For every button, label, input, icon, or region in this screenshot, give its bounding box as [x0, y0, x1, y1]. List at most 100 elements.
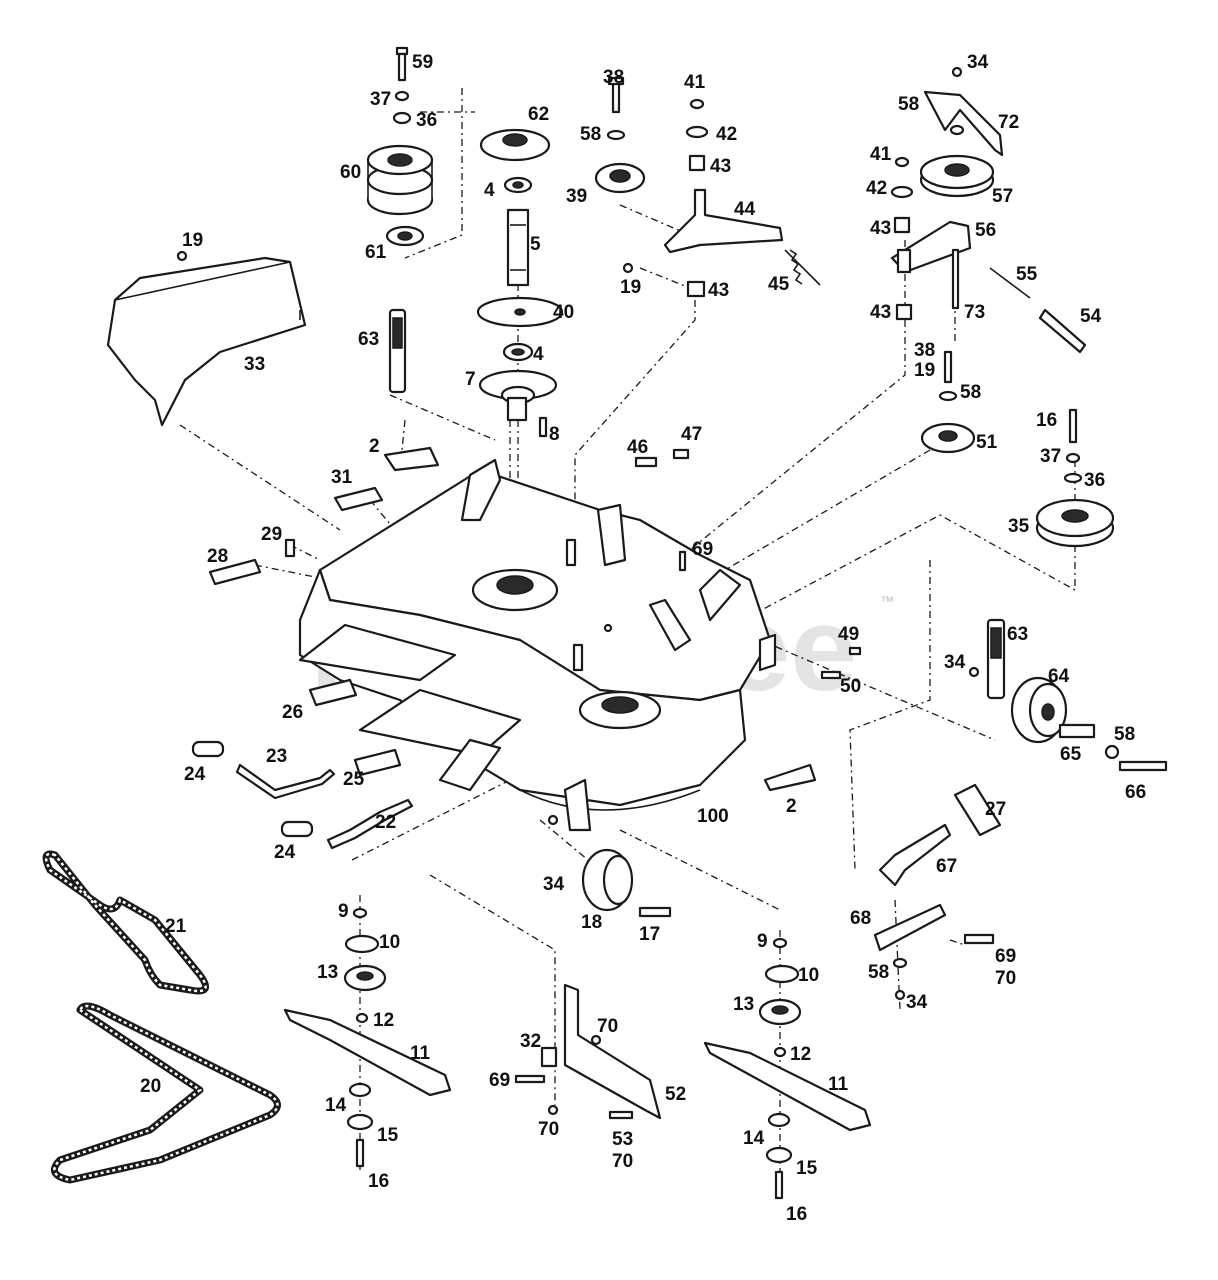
washer-14-left [348, 1082, 372, 1098]
washer-15-left [346, 1113, 374, 1131]
callout-70: 70 [538, 1119, 559, 1140]
callout-53: 53 [612, 1129, 633, 1150]
bolt-16-left [355, 1138, 365, 1168]
callout-16: 16 [786, 1204, 807, 1225]
idler-assembly-right [890, 66, 1087, 354]
callout-24: 24 [274, 842, 296, 863]
lift-handle-assembly [873, 783, 1002, 1001]
idler-pulley-35-assembly [1035, 408, 1115, 548]
bushing-43-right-top [893, 216, 911, 234]
callout-58: 58 [1114, 724, 1135, 745]
callout-27: 27 [985, 799, 1006, 820]
washer-42 [685, 125, 709, 139]
clip-41 [689, 98, 705, 110]
callout-16: 16 [368, 1171, 389, 1192]
callout-15: 15 [377, 1125, 399, 1146]
nut-34-deck [547, 814, 559, 826]
callout-9: 9 [757, 931, 768, 952]
callout-8: 8 [549, 424, 560, 445]
callout-15: 15 [796, 1158, 818, 1179]
bolt-59-shank [397, 52, 407, 82]
callout-58: 58 [580, 124, 601, 145]
callout-16: 16 [1036, 410, 1057, 431]
callout-61: 61 [365, 242, 387, 263]
callout-63: 63 [358, 329, 379, 350]
bracket-72 [923, 90, 1004, 157]
callout-10: 10 [379, 932, 400, 953]
nut-70-bottom [547, 1104, 559, 1116]
washer-9-right [772, 937, 788, 949]
gauge-wheel-18 [581, 848, 672, 918]
mower-deck-100 [298, 458, 777, 832]
gauge-wheel-64 [1010, 676, 1068, 744]
callout-55: 55 [1016, 264, 1038, 285]
callout-24: 24 [184, 764, 206, 785]
callout-70: 70 [995, 968, 1016, 989]
washer-58 [606, 129, 626, 141]
callout-20: 20 [140, 1076, 161, 1097]
callout-labels: 59 37 36 60 61 62 4 5 40 4 7 8 38 58 39 … [140, 52, 1146, 1225]
fasteners-49-50 [820, 646, 862, 680]
washer-15-right [765, 1146, 793, 1164]
callout-57: 57 [992, 186, 1013, 207]
blade-assembly-right [703, 937, 872, 1200]
nut-19-cover [176, 250, 188, 262]
callout-37: 37 [1040, 446, 1061, 467]
lever-67 [878, 823, 952, 887]
baffle-assembly-52 [514, 983, 662, 1120]
bolt-16-right [774, 1170, 784, 1200]
belt-cover-33 [106, 250, 307, 427]
height-lever-63-left [388, 308, 407, 394]
callout-19: 19 [914, 360, 935, 381]
fasteners-46-47 [634, 448, 690, 468]
callout-2: 2 [369, 436, 380, 457]
washer-42-right [890, 185, 914, 199]
nut-34 [951, 66, 963, 78]
callout-17: 17 [639, 924, 660, 945]
callout-69: 69 [995, 946, 1016, 967]
washer-58-right [949, 124, 965, 136]
callout-38: 38 [914, 340, 935, 361]
rod-22 [326, 798, 414, 850]
washer-58-handle [892, 957, 908, 969]
callout-14: 14 [743, 1128, 765, 1149]
callout-56: 56 [975, 220, 996, 241]
spring-45 [784, 249, 821, 286]
callout-41: 41 [684, 72, 706, 93]
callout-34: 34 [967, 52, 989, 73]
washer-9-left [352, 907, 368, 919]
callout-9: 9 [338, 901, 349, 922]
callout-40: 40 [553, 302, 574, 323]
callout-72: 72 [998, 112, 1019, 133]
callout-12: 12 [790, 1044, 811, 1065]
clip-41-right [894, 156, 910, 168]
callout-52: 52 [665, 1084, 686, 1105]
pin-24-a [191, 740, 225, 758]
callout-67: 67 [936, 856, 957, 877]
callout-51: 51 [976, 432, 998, 453]
callout-36: 36 [416, 110, 437, 131]
callout-60: 60 [340, 162, 361, 183]
bolt-53 [608, 1110, 634, 1120]
rod-23 [235, 763, 336, 800]
key-12-left [355, 1012, 369, 1024]
washer-37 [394, 90, 410, 102]
callout-33: 33 [244, 354, 265, 375]
callout-23: 23 [266, 746, 287, 767]
callout-26: 26 [282, 702, 303, 723]
decal-2-right [763, 763, 817, 792]
callout-11: 11 [828, 1074, 849, 1095]
callout-64: 64 [1048, 666, 1070, 687]
callout-21: 21 [165, 916, 187, 937]
blade-11-right [703, 1041, 872, 1132]
callout-2: 2 [786, 796, 797, 817]
callout-68: 68 [850, 908, 871, 929]
callout-49: 49 [838, 624, 859, 645]
callout-11: 11 [410, 1043, 431, 1064]
spindle-pulley-assembly-left [366, 46, 434, 247]
screw-29 [284, 538, 296, 558]
callout-10: 10 [798, 965, 819, 986]
callout-41: 41 [870, 144, 892, 165]
callout-38: 38 [603, 67, 624, 88]
